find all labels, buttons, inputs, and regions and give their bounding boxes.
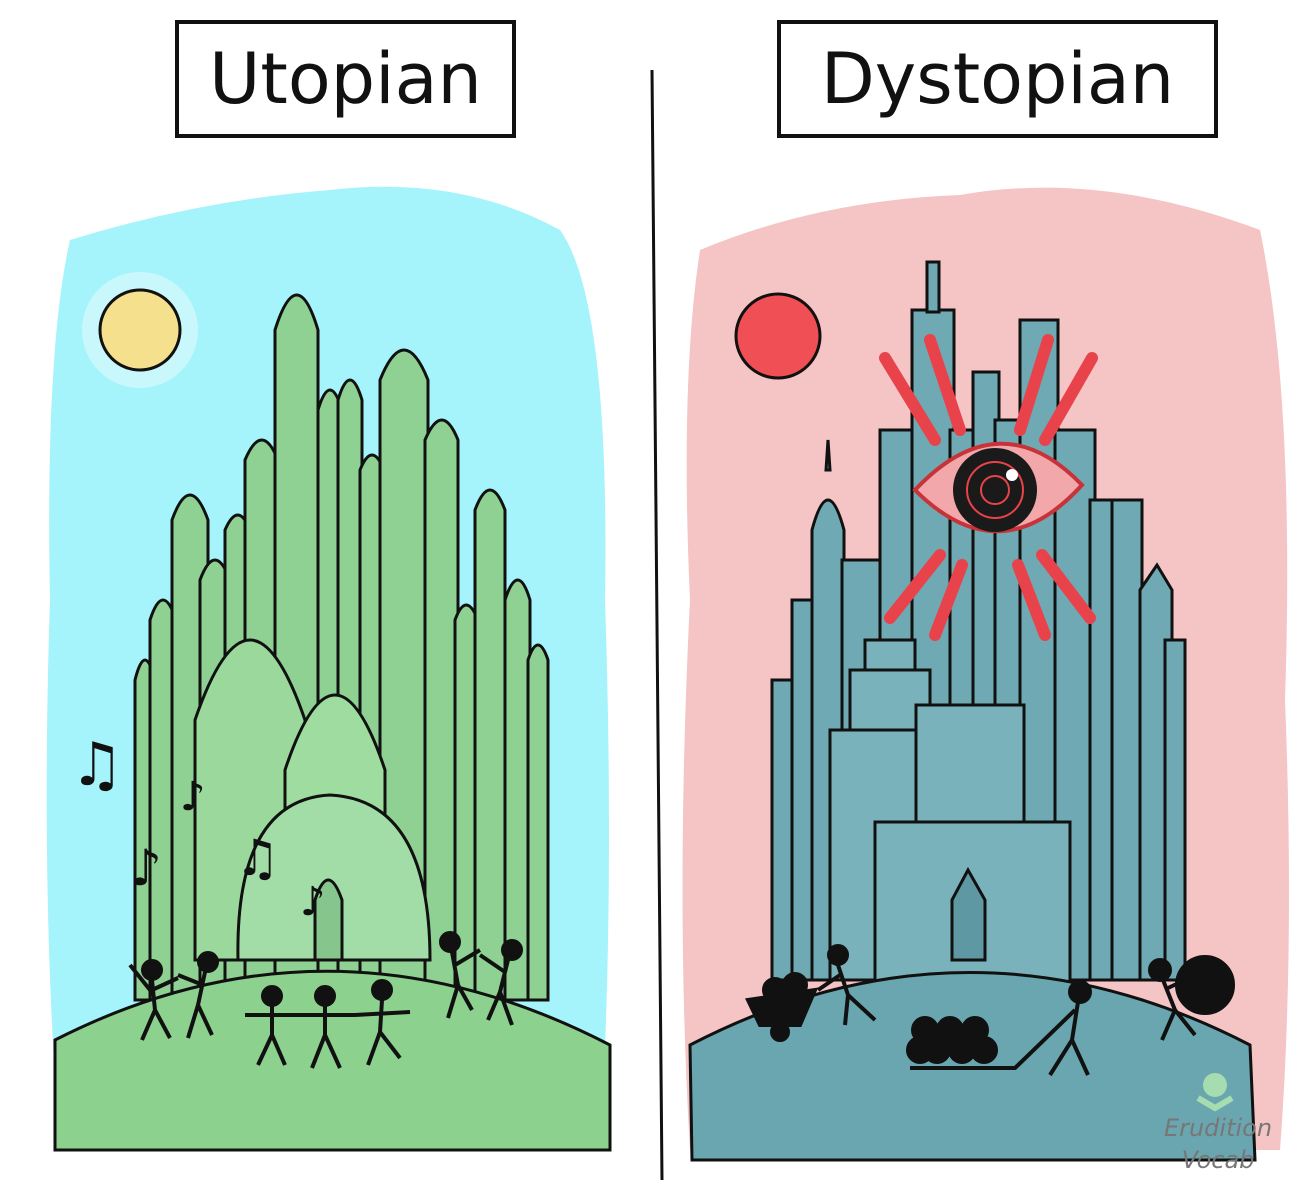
- utopian-title: Utopian: [175, 20, 516, 138]
- dystopian-scene: [682, 187, 1289, 1162]
- svg-text:♪: ♪: [300, 879, 326, 925]
- domes: [193, 638, 432, 962]
- svg-text:♫: ♫: [235, 829, 280, 887]
- svg-text:♫: ♫: [70, 730, 124, 800]
- dystopian-title: Dystopian: [777, 20, 1218, 138]
- divider: [650, 69, 664, 1181]
- dancing-people: [128, 931, 523, 1069]
- watermark-line2: Vocab: [1181, 1146, 1255, 1174]
- central-tower: [828, 638, 1072, 984]
- erudition-vocab-logo: [1196, 1073, 1234, 1112]
- laboring-people: [745, 944, 1235, 1077]
- music-note-icon: ♫ ♪ ♪ ♫ ♪: [70, 730, 326, 925]
- watermark-line1: Erudition: [1163, 1114, 1273, 1142]
- watermark: Erudition Vocab: [1158, 1112, 1278, 1176]
- sun-icon: [98, 288, 182, 372]
- svg-text:♪: ♪: [130, 839, 162, 897]
- svg-text:♪: ♪: [180, 774, 206, 820]
- eye-icon: [912, 441, 1085, 534]
- eye-rays: [879, 334, 1098, 641]
- utopian-scene: ♫ ♪ ♪ ♫ ♪: [46, 186, 612, 1152]
- red-sun-icon: [734, 292, 822, 380]
